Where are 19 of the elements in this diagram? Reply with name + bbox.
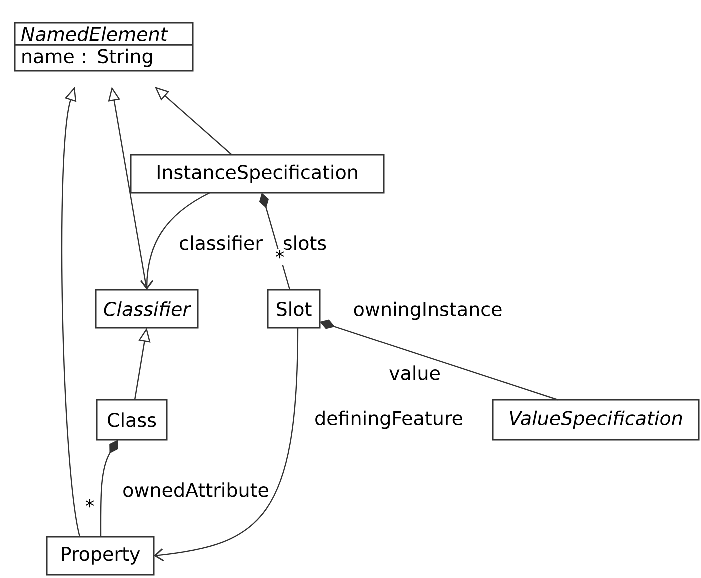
edge-label: classifier [178,234,264,252]
multiplicity-label: * [274,248,286,266]
edge-label: ownedAttribute [122,482,270,498]
class-box: ValueSpecification [492,399,700,441]
class-box: InstanceSpecification [130,154,385,194]
connector [100,440,118,537]
multiplicity-label: owningInstance [352,300,504,322]
multiplicity-label: * [84,498,96,514]
class-box: NamedElement name : String [14,22,194,72]
connector [154,328,299,562]
connector [320,320,558,401]
edge-label: definingFeature [314,410,464,430]
edge-label: value [388,364,442,382]
class-box: Classifier [95,289,199,329]
class-box: Slot [267,289,321,329]
class-box: Class [96,399,168,441]
connector [140,192,210,290]
class-box: Property [46,536,155,576]
edge-label: slots [282,234,328,252]
